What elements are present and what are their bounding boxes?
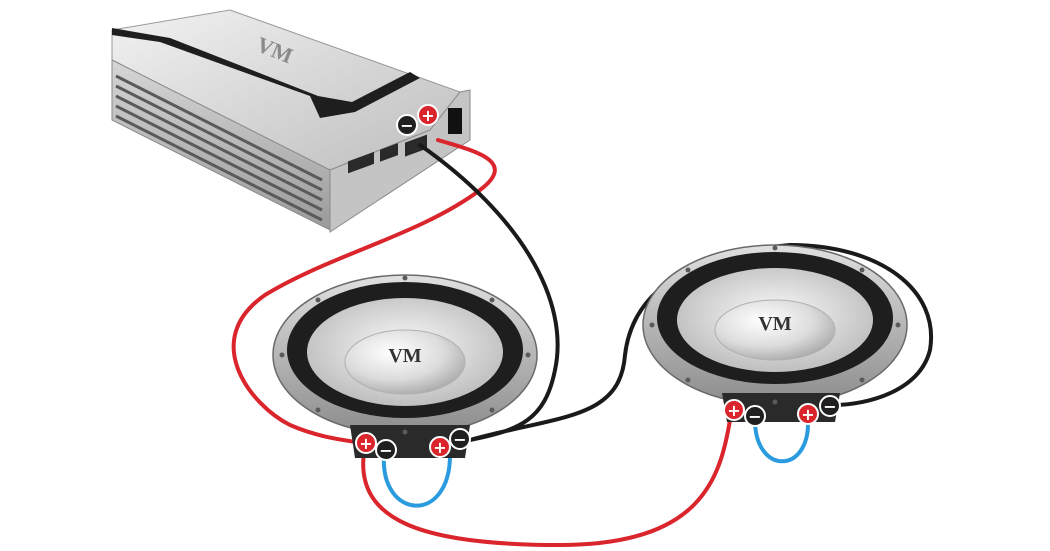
- svg-text:+: +: [801, 405, 814, 424]
- speaker-2-dustcap: [714, 299, 836, 361]
- speaker-1-terminal-negative-b: −: [449, 428, 471, 450]
- speaker-2-logo: VM: [758, 313, 791, 335]
- bridge-wire-speaker-2: [753, 418, 811, 464]
- svg-text:−: −: [823, 397, 836, 416]
- svg-text:−: −: [379, 441, 392, 460]
- speaker-1-bolts: [279, 275, 531, 435]
- speaker-1: VM + − + −: [272, 274, 538, 461]
- amplifier-vents: [115, 74, 323, 222]
- speaker-1-terminal-negative-a: −: [375, 439, 397, 461]
- amplifier-connectors: [348, 108, 462, 174]
- svg-text:+: +: [359, 434, 372, 453]
- speaker-1-dustcap: [344, 329, 466, 395]
- svg-text:+: +: [727, 401, 740, 420]
- wires: [231, 138, 934, 548]
- positive-wire-speaker-1-to-speaker-2: [361, 413, 734, 548]
- speaker-1-terminal-positive-a: +: [355, 432, 377, 454]
- svg-text:−: −: [748, 407, 761, 426]
- amplifier: VM − +: [111, 9, 471, 233]
- svg-text:+: +: [433, 438, 446, 457]
- speaker-2-terminal-positive-b: +: [797, 403, 819, 425]
- speaker-2-terminal-positive-a: +: [723, 399, 745, 421]
- speaker-2-terminal-negative-a: −: [744, 405, 766, 427]
- positive-wire-amp-to-speaker-1: [231, 138, 497, 445]
- bridge-wire-speaker-1: [381, 453, 452, 508]
- svg-text:−: −: [400, 116, 413, 135]
- speaker-1-logo: VM: [388, 345, 421, 367]
- speaker-1-terminal-positive-b: +: [429, 436, 451, 458]
- speaker-2-terminal-negative-b: −: [819, 395, 841, 417]
- speaker-2-bolts: [649, 245, 901, 405]
- svg-text:+: +: [421, 106, 434, 125]
- amplifier-front: [329, 89, 471, 233]
- amplifier-top-stripe: [112, 28, 420, 118]
- amplifier-positive-terminal: +: [417, 104, 439, 126]
- amplifier-negative-terminal: −: [396, 114, 418, 136]
- svg-text:−: −: [453, 430, 466, 449]
- negative-wire-amp-to-speaker-2: [418, 143, 934, 442]
- speaker-2: VM + − + −: [642, 244, 908, 427]
